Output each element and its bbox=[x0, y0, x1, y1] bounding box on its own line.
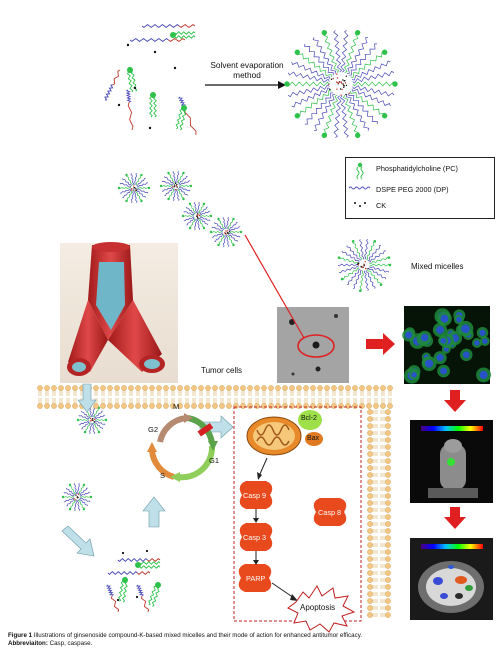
loose-components bbox=[105, 25, 196, 135]
casp9-label: Casp 9 bbox=[243, 491, 266, 500]
blue-arrow-up-cellcycle bbox=[143, 497, 165, 527]
casp3-label: Casp 3 bbox=[243, 533, 266, 542]
mixed-micelle-example bbox=[338, 239, 392, 292]
zoom-pointer-line bbox=[245, 235, 304, 338]
tumor-signal bbox=[447, 458, 455, 466]
phase-g1-label: G1 bbox=[209, 456, 219, 465]
caption-figure-label: Figure 1 bbox=[8, 632, 32, 639]
apoptosis-label: Apoptosis bbox=[300, 603, 335, 612]
figure-caption: Figure 1 Illustrations of ginsenoside co… bbox=[8, 632, 498, 648]
parp-label: PARP bbox=[246, 574, 265, 583]
bax-label: Bax bbox=[307, 435, 319, 442]
phase-s-label: S bbox=[160, 471, 165, 480]
bcl2-label: Bcl-2 bbox=[301, 415, 317, 422]
legend-dp-glyph bbox=[349, 187, 370, 189]
red-arrow-down-1 bbox=[444, 390, 466, 412]
fluorescence-cell-image bbox=[402, 306, 491, 384]
phase-g2-label: G2 bbox=[148, 425, 158, 434]
blue-arrow-diagonal bbox=[62, 526, 94, 556]
red-arrow-down-2 bbox=[444, 507, 466, 529]
tem-micrograph bbox=[277, 307, 349, 383]
in-vivo-imaging-mouse bbox=[410, 420, 493, 503]
mixed-micelles-label: Mixed micelles bbox=[411, 262, 463, 271]
mitochondrion bbox=[247, 417, 301, 455]
caption-abbrev-label: Abbreviaiton: bbox=[8, 640, 48, 647]
large-micelle bbox=[284, 30, 397, 138]
process-label: Solvent evaporation method bbox=[205, 60, 289, 80]
caption-abbrev-text: Casp, caspase. bbox=[50, 640, 93, 647]
legend: Phosphatidylcholine (PC) DSPE PEG 2000 (… bbox=[345, 157, 495, 219]
legend-ck-glyph bbox=[354, 202, 366, 207]
red-arrow-right bbox=[366, 333, 395, 355]
released-components bbox=[107, 550, 162, 612]
phase-m-label: M bbox=[173, 402, 179, 411]
caption-text: Illustrations of ginsenoside compound-K-… bbox=[34, 632, 362, 639]
tumor-cells-label: Tumor cells bbox=[201, 366, 242, 375]
legend-glyphs bbox=[346, 158, 494, 218]
ex-vivo-organ-imaging bbox=[410, 538, 493, 620]
blood-vessel bbox=[60, 242, 178, 383]
casp8-label: Casp 8 bbox=[318, 508, 341, 517]
legend-pc-glyph bbox=[357, 163, 363, 179]
